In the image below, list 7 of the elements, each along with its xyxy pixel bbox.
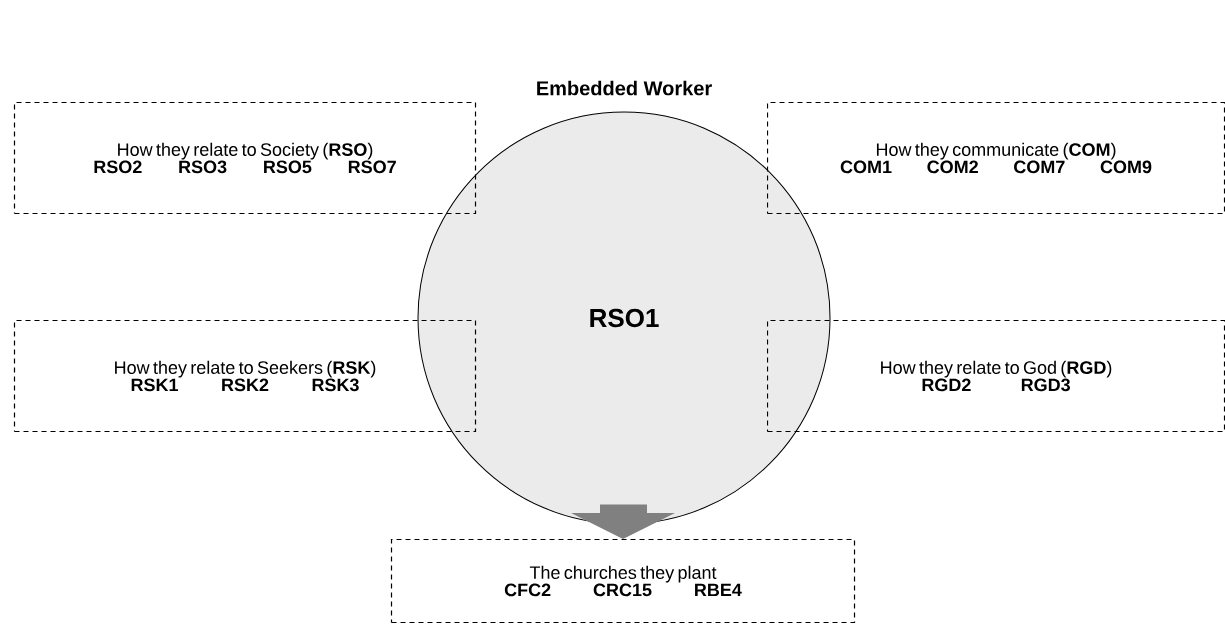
dashed-box: How they relate to Seekers (RSK) RSK1 RSK2 RSK3 xyxy=(13,319,477,433)
dashed-box: The churches they plant CFC2 CRC15 RBE4 xyxy=(390,538,856,624)
title: Embedded Worker xyxy=(537,80,712,96)
block-arrow xyxy=(571,504,675,539)
dashed-box: How they communicate (COM) COM1 COM2 COM7 COM9 xyxy=(766,101,1225,215)
dashed-box: How they relate to Society (RSO) RSO2 RSO3 RSO5 RSO7 xyxy=(13,101,477,215)
dashed-box: How they relate to God (RGD) RGD2 RGD3 xyxy=(766,319,1225,433)
